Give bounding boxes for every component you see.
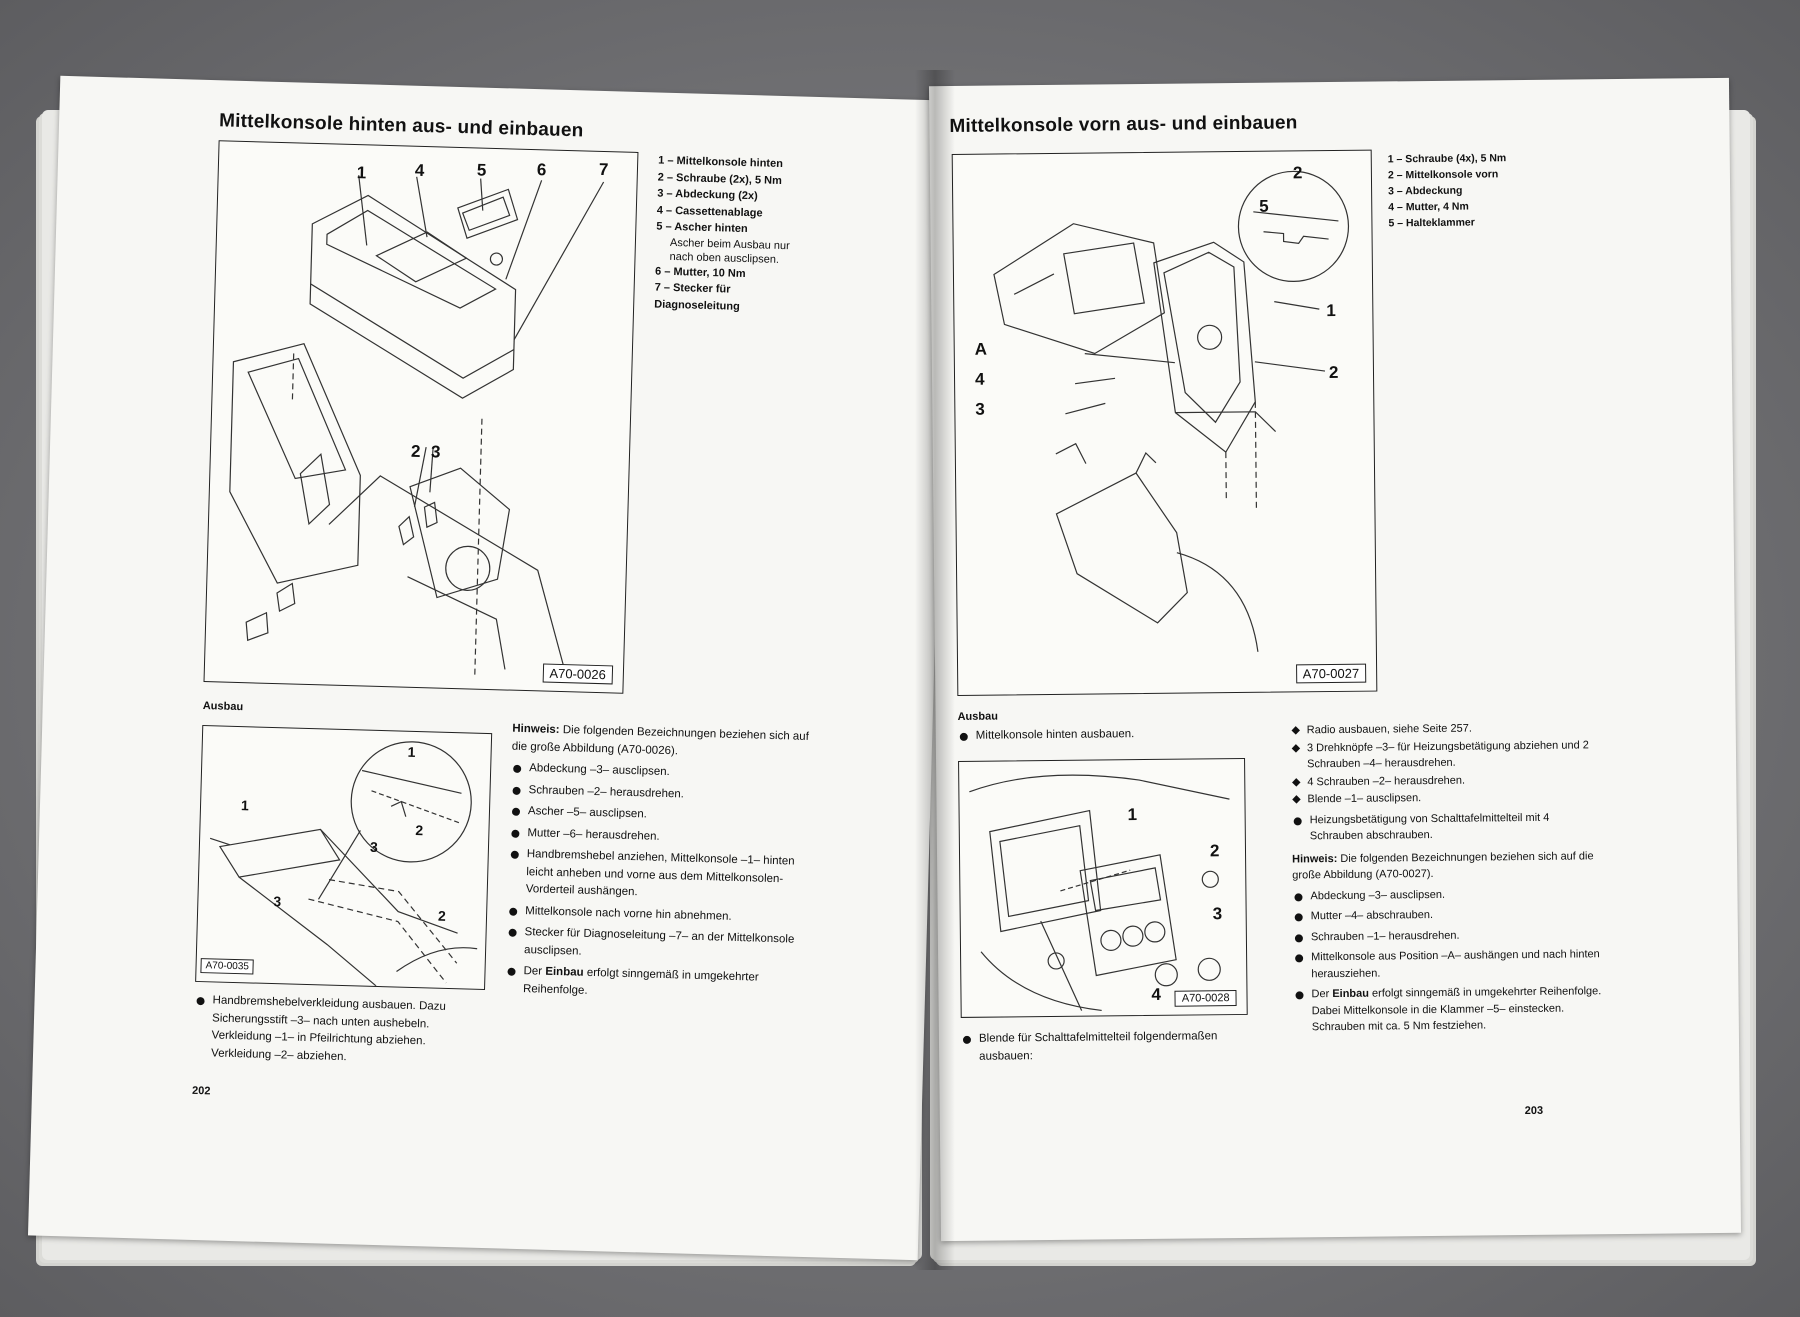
callout-3: 3	[273, 893, 282, 910]
callout-3: 3	[1212, 904, 1223, 924]
bottom-instruction: Handbremshebelverkleidung ausbauen. Dazu…	[193, 992, 485, 1074]
handbrake-drawing	[209, 741, 478, 987]
page-title: Mittelkonsole hinten aus- und einbauen	[218, 110, 584, 142]
figure-id: A70-0035	[200, 958, 255, 975]
hinweis-label: Hinweis:	[512, 722, 560, 736]
callout-3: 3	[975, 399, 985, 419]
callout-3: 3	[430, 442, 441, 462]
step-item: Mittelkonsole aus Position –A– aushängen…	[1293, 946, 1603, 982]
einbau-prefix: Der	[523, 965, 546, 978]
open-book: Mittelkonsole hinten aus- und einbauen	[27, 70, 1770, 1270]
sub-step: Radio ausbauen, siehe Seite 257.	[1291, 719, 1601, 739]
callout-7: 7	[598, 159, 609, 180]
main-figure: 2 5 1 A 4 3 2 A70-0027	[951, 149, 1378, 696]
einbau-bold: Einbau	[1332, 987, 1370, 1001]
callout-6: 6	[536, 160, 547, 180]
callout-2: 2	[415, 822, 424, 839]
callout-4: 4	[1151, 984, 1162, 1004]
callout-4: 4	[414, 160, 425, 180]
legend-item: 5 – Halteklammer	[1388, 216, 1475, 230]
step-item: Handbremshebelverkleidung ausbauen. Dazu…	[193, 992, 485, 1070]
einbau-bold: Einbau	[545, 965, 584, 979]
callout-1: 1	[407, 743, 416, 760]
sub-step: 4 Schrauben –2– herausdrehen.	[1291, 771, 1601, 791]
callout-1: 1	[356, 163, 367, 183]
callout-2: 2	[410, 441, 421, 461]
callout-A: A	[974, 339, 988, 359]
step-item: Schrauben –1– herausdrehen.	[1293, 926, 1603, 946]
parts-legend: 1 – Schraube (4x), 5 Nm 2 – Mittelkonsol…	[1388, 150, 1539, 232]
einbau-step: Der Einbau erfolgt sinngemäß in umgekehr…	[505, 963, 806, 1006]
book-gutter	[915, 70, 955, 1270]
console-rear-drawing	[229, 175, 605, 679]
hinweis: Hinweis: Die folgenden Bezeichnungen bez…	[512, 721, 813, 764]
step-item: Abdeckung –3– ausclipsen.	[1292, 885, 1602, 905]
legend-item: 1 – Schraube (4x), 5 Nm	[1387, 152, 1507, 166]
hinweis-label: Hinweis:	[1292, 852, 1338, 865]
callout-1: 1	[1326, 300, 1336, 321]
figure-id: A70-0027	[1295, 663, 1367, 684]
legend-note: Ascher beim Ausbau nur nach oben ausclip…	[669, 236, 790, 266]
einbau-step: Der Einbau erfolgt sinngemäß in umgekehr…	[1293, 983, 1604, 1036]
legend-item: 3 – Abdeckung	[1388, 184, 1463, 198]
legend-item: 4 – Mutter, 4 Nm	[1388, 200, 1469, 214]
figure-id: A70-0028	[1174, 990, 1237, 1007]
first-step: Mittelkonsole hinten ausbauen.	[958, 725, 1258, 750]
small-figure: 1 2 3 4 A70-0028	[958, 757, 1248, 1018]
callout-3: 3	[369, 838, 378, 855]
sub-step: Blende –1– ausclipsen.	[1291, 788, 1601, 808]
callout-2: 2	[1209, 841, 1220, 861]
step-item: Stecker für Diagnoseleitung –7– an der M…	[506, 924, 807, 967]
callout-1: 1	[1127, 805, 1138, 825]
callout-2: 2	[1328, 362, 1339, 383]
callout-1: 1	[240, 797, 250, 814]
instructions-column: Radio ausbauen, siehe Seite 257. 3 Drehk…	[1291, 719, 1604, 1040]
callout-4: 4	[974, 369, 985, 389]
left-page: Mittelkonsole hinten aus- und einbauen	[27, 75, 951, 1261]
callout-5: 5	[1259, 196, 1269, 216]
right-page: Mittelkonsole vorn aus- und einbauen	[928, 77, 1742, 1242]
small-figure: 1 1 2 3 3 2 A70-0035	[195, 725, 493, 991]
legend-item: 2 – Mittelkonsole vorn	[1387, 168, 1499, 182]
section-label: Ausbau	[957, 710, 998, 723]
step-item: Handbremshebel anziehen, Mittelkonsole –…	[508, 846, 809, 907]
step-item: Blende für Schalttafelmittelteil folgend…	[961, 1028, 1271, 1066]
step-item: Heizungsbetätigung von Schalttafelmittel…	[1292, 809, 1602, 845]
sub-step: 3 Drehknöpfe –3– für Heizungsbetätigung …	[1291, 737, 1601, 773]
legend-item: 7 – Stecker für Diagnoseleitung	[654, 281, 740, 313]
figure-id: A70-0026	[542, 663, 614, 685]
step-item: Mittelkonsole hinten ausbauen.	[958, 725, 1258, 746]
section-label: Ausbau	[202, 700, 244, 714]
parts-legend: 1 – Mittelkonsole hinten 2 – Schraube (2…	[654, 153, 818, 317]
hinweis: Hinweis: Die folgenden Bezeichnungen bez…	[1292, 848, 1602, 884]
page-number: 203	[1524, 1104, 1544, 1118]
callout-2: 2	[437, 907, 447, 924]
callout-2: 2	[1292, 163, 1303, 183]
dashboard-drawing	[969, 774, 1230, 1012]
einbau-prefix: Der	[1311, 988, 1333, 1001]
callout-5: 5	[476, 160, 487, 180]
console-front-drawing	[993, 170, 1350, 652]
page-title: Mittelkonsole vorn aus- und einbauen	[949, 112, 1298, 138]
bottom-instruction: Blende für Schalttafelmittelteil folgend…	[961, 1028, 1271, 1070]
hinweis-text: Die folgenden Bezeichnungen beziehen sic…	[1292, 849, 1594, 882]
page-number: 202	[191, 1084, 211, 1098]
main-figure: 1 4 5 6 7 2 3 A70-0026	[203, 140, 639, 694]
instructions-column: Hinweis: Die folgenden Bezeichnungen bez…	[505, 721, 813, 1010]
step-item: Mutter –4– abschrauben.	[1293, 905, 1603, 925]
